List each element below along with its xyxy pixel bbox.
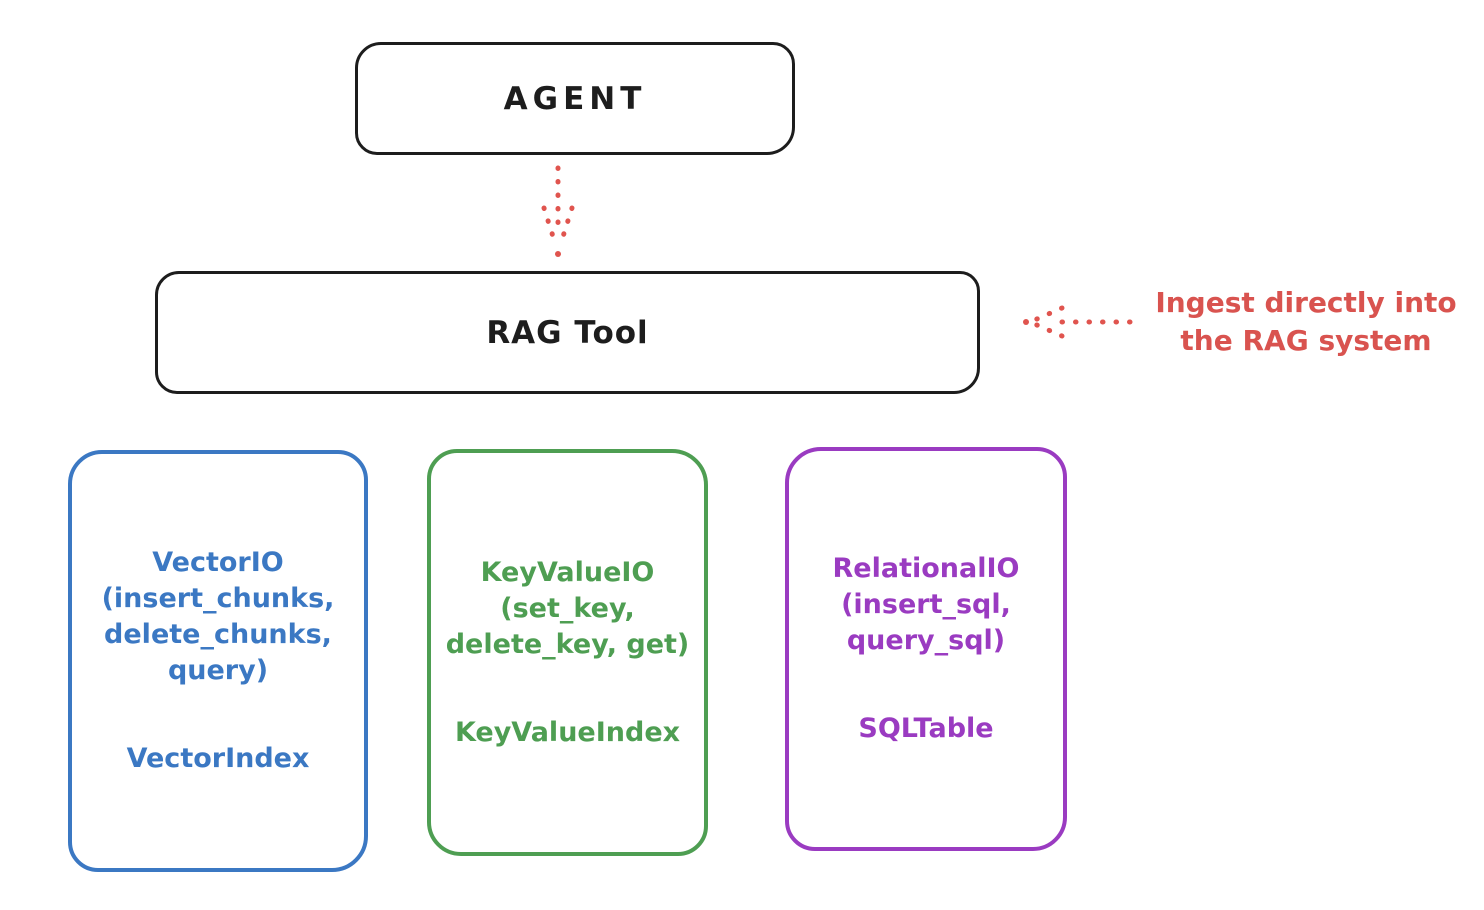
rag-tool-node-label: RAG Tool <box>486 314 649 351</box>
backend-box-relational-io: RelationalIO (insert_sql, query_sql) SQL… <box>785 447 1067 851</box>
ingest-annotation: Ingest directly into the RAG system <box>1138 284 1474 360</box>
ingest-annotation-line1: Ingest directly into <box>1155 286 1457 319</box>
key-value-index-label: KeyValueIndex <box>454 716 681 748</box>
rag-tool-node: RAG Tool <box>155 271 980 394</box>
agent-node: AGENT <box>355 42 795 155</box>
vector-io-line: VectorIO <box>152 547 284 578</box>
relational-io-line: (insert_sql, <box>841 589 1011 620</box>
sql-table-label: SQLTable <box>858 713 994 744</box>
agent-node-label: AGENT <box>503 80 647 117</box>
vector-io-line: (insert_chunks, <box>101 583 335 614</box>
relational-io-title: RelationalIO (insert_sql, query_sql) <box>833 551 1020 659</box>
relational-io-line: query_sql) <box>846 625 1006 656</box>
vector-io-line: delete_chunks, <box>104 619 332 650</box>
vector-io-title: VectorIO (insert_chunks, delete_chunks, … <box>102 545 335 689</box>
relational-io-line: RelationalIO <box>832 553 1020 584</box>
key-value-io-title: KeyValueIO (set_key, delete_key, get) <box>446 555 690 663</box>
key-value-io-line: (set_key, <box>500 592 635 624</box>
vector-io-line: query) <box>167 655 269 686</box>
key-value-io-line: delete_key, get) <box>445 628 690 660</box>
vector-index-label: VectorIndex <box>126 743 310 774</box>
dotted-arrow-left <box>1023 305 1133 339</box>
dotted-arrow-down <box>541 165 575 257</box>
backend-box-key-value-io: KeyValueIO (set_key, delete_key, get) Ke… <box>427 449 708 856</box>
key-value-io-line: KeyValueIO <box>480 556 655 588</box>
ingest-annotation-line2: the RAG system <box>1180 324 1432 357</box>
backend-box-vector-io: VectorIO (insert_chunks, delete_chunks, … <box>68 450 368 872</box>
